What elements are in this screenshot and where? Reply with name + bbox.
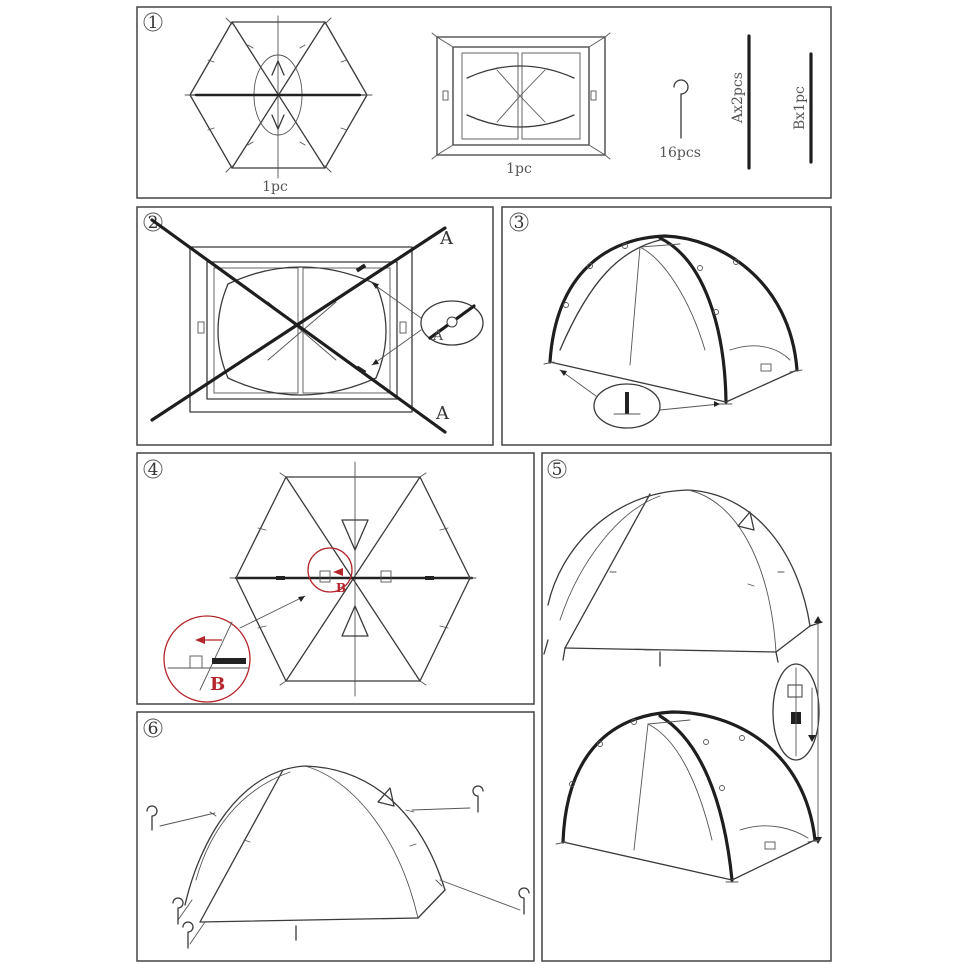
pole-b-label: Bx1pc	[792, 86, 808, 130]
stake-icon	[146, 785, 530, 949]
rain-fly-quantity: 1pc	[506, 161, 532, 177]
step-2-panel: 2 A A A	[136, 206, 494, 446]
hub-detail-bubble	[163, 615, 251, 703]
stakes-quantity: 16pcs	[659, 145, 701, 161]
pole-a-label-bottom: A	[435, 403, 450, 424]
inner-tent-flat	[184, 15, 373, 179]
step-number: 5	[552, 460, 563, 480]
pole-a-label: Ax2pcs	[730, 72, 746, 124]
buckle-detail-bubble	[772, 663, 820, 761]
stake-icon	[673, 79, 689, 139]
stake-detail-bubble	[593, 383, 661, 429]
hub-marker	[307, 547, 353, 593]
step-4-panel: 4 B B	[136, 452, 535, 705]
step-6-panel: 6	[136, 711, 535, 962]
step-number: 2	[148, 213, 159, 233]
step-1-panel: 1 1pc	[136, 6, 832, 199]
step-5-panel: 5	[541, 452, 832, 962]
step-number: 6	[148, 719, 159, 739]
clip-detail-label: A	[432, 328, 444, 344]
pole-a-label-top: A	[439, 228, 454, 249]
hub-marker-label: B	[336, 581, 346, 595]
clip-detail-bubble	[420, 300, 484, 346]
step-number: 1	[148, 13, 159, 33]
step-number-badge	[143, 12, 163, 32]
inner-tent-quantity: 1pc	[262, 179, 288, 195]
step-3-panel: 3	[501, 206, 832, 446]
step-number: 3	[514, 213, 525, 233]
step-number: 4	[148, 460, 159, 480]
hub-detail-label: B	[210, 674, 225, 695]
rain-fly-flat	[431, 32, 611, 160]
